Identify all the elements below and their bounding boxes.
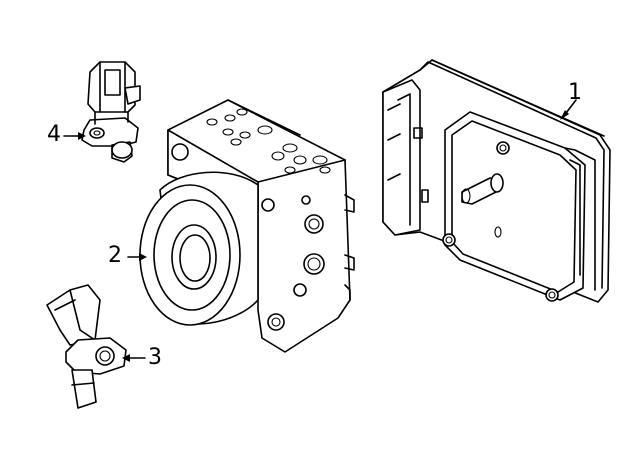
callout-label-3: 3 bbox=[148, 345, 162, 370]
callout-label-4: 4 bbox=[47, 122, 61, 147]
sensor-part-3[interactable] bbox=[46, 284, 127, 409]
callout-label-1: 1 bbox=[568, 80, 582, 105]
callout-label-2: 2 bbox=[108, 243, 122, 268]
control-module-part-1[interactable] bbox=[382, 59, 611, 303]
sensor-part-4[interactable] bbox=[81, 61, 141, 163]
callout-leaders bbox=[63, 99, 577, 362]
hydraulic-unit-part-2[interactable] bbox=[139, 99, 355, 353]
